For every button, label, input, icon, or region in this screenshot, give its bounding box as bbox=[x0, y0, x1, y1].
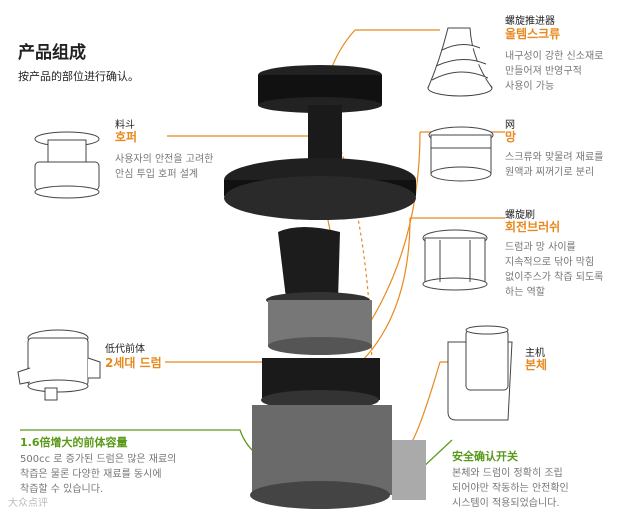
screw-ko-label: 울템스크류 bbox=[505, 25, 560, 42]
capacity-description: 500cc 로 증가된 드럼은 많은 재료의 착즙은 물론 다양한 재료를 동시… bbox=[20, 452, 176, 497]
screw-line-drawing bbox=[428, 28, 492, 96]
hopper-ko-label: 호퍼 bbox=[115, 128, 137, 145]
page-title: 产品组成 bbox=[18, 38, 86, 63]
page-subtitle: 按产品的部位进行确认。 bbox=[18, 68, 139, 84]
main-body-line-drawing bbox=[448, 326, 512, 420]
mesh-line-drawing bbox=[429, 127, 493, 181]
main-leader-curve bbox=[410, 362, 440, 445]
hopper-description: 사용자의 안전을 고려한 안심 투입 호퍼 설계 bbox=[115, 152, 213, 182]
main-ko-label: 본체 bbox=[525, 356, 547, 373]
watermark-text: 大众点评 bbox=[8, 494, 48, 509]
mesh-ko-label: 망 bbox=[505, 128, 516, 145]
juicer-exploded-photo bbox=[224, 65, 426, 509]
brush-description: 드럼과 망 사이를 지속적으로 닦아 막힘 없이주스가 착즙 되도록 하는 역할 bbox=[505, 240, 603, 300]
hopper-line-drawing bbox=[35, 132, 99, 198]
brush-ko-label: 회전브러쉬 bbox=[505, 218, 560, 235]
drum-cn-label: 低代前体 bbox=[105, 340, 145, 355]
brush-line-drawing bbox=[423, 230, 487, 290]
safety-title: 安全确认开关 bbox=[452, 448, 518, 464]
drum-ko-label: 2세대 드럼 bbox=[105, 354, 162, 371]
capacity-title: 1.6倍增大的前体容量 bbox=[20, 434, 128, 450]
safety-description: 본체와 드럼이 정확히 조립 되어야만 작동하는 안전확인 시스템이 적용되었습… bbox=[452, 466, 569, 511]
mesh-description: 스크류와 맞물려 재료를 원액과 찌꺼기로 분리 bbox=[505, 150, 603, 180]
screw-description: 내구성이 강한 신소재로 만들어져 반영구적 사용이 가능 bbox=[505, 49, 603, 94]
drum-line-drawing bbox=[18, 330, 100, 400]
